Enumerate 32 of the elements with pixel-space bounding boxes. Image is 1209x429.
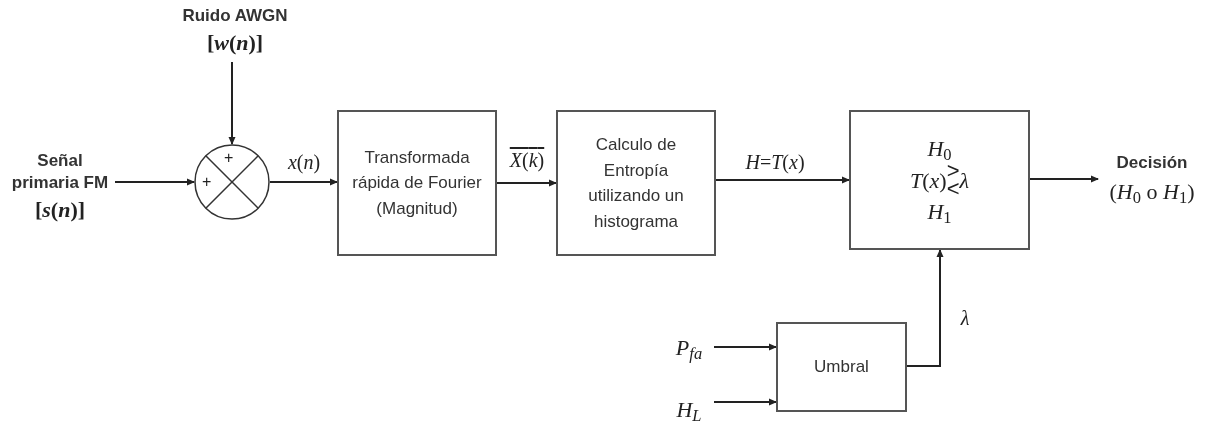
comparison-symbol: >: [946, 162, 960, 180]
output-label: Decisión: [1116, 151, 1188, 174]
hypothesis-symbol: H$_{1}$: [927, 197, 952, 226]
arrow: [1029, 175, 1099, 183]
arrow: [269, 178, 338, 186]
edge-label: X(k): [507, 150, 547, 170]
output-symbol: (H$_{0}$ o H$_{1}$): [1109, 178, 1195, 209]
signal-symbol: [w(n)]: [206, 29, 264, 58]
process-text: Calculo de Entropía utilizando un histograma: [587, 134, 685, 233]
edge-label: H=T(x): [743, 152, 807, 172]
arrow: [715, 176, 850, 184]
arrow: [114, 178, 195, 186]
signal-symbol: [s(n)]: [34, 195, 86, 224]
comparison-symbol: <: [946, 180, 960, 198]
edge-label: λ: [958, 308, 972, 328]
test-statistic: T(x): [909, 166, 947, 195]
plus-sign: +: [202, 173, 212, 190]
threshold-symbol: λ: [959, 166, 970, 195]
arrow: [713, 398, 777, 406]
input-symbol: H$_{L}$: [676, 395, 702, 426]
plus-sign: +: [224, 149, 234, 166]
arrow: [713, 343, 777, 351]
arrow: [228, 61, 236, 145]
arrow: [906, 249, 944, 367]
hypothesis-symbol: H$_{0}$: [927, 134, 952, 163]
arrow: [496, 179, 557, 187]
input-symbol: P$_{fa}$: [675, 333, 703, 364]
input-label: Señal primaria FM: [10, 150, 110, 193]
process-text: Transformada rápida de Fourier (Magnitud): [351, 146, 483, 220]
input-label: Ruido AWGN: [182, 4, 288, 27]
process-text: Umbral: [814, 356, 869, 379]
edge-label: x(n): [285, 152, 323, 172]
